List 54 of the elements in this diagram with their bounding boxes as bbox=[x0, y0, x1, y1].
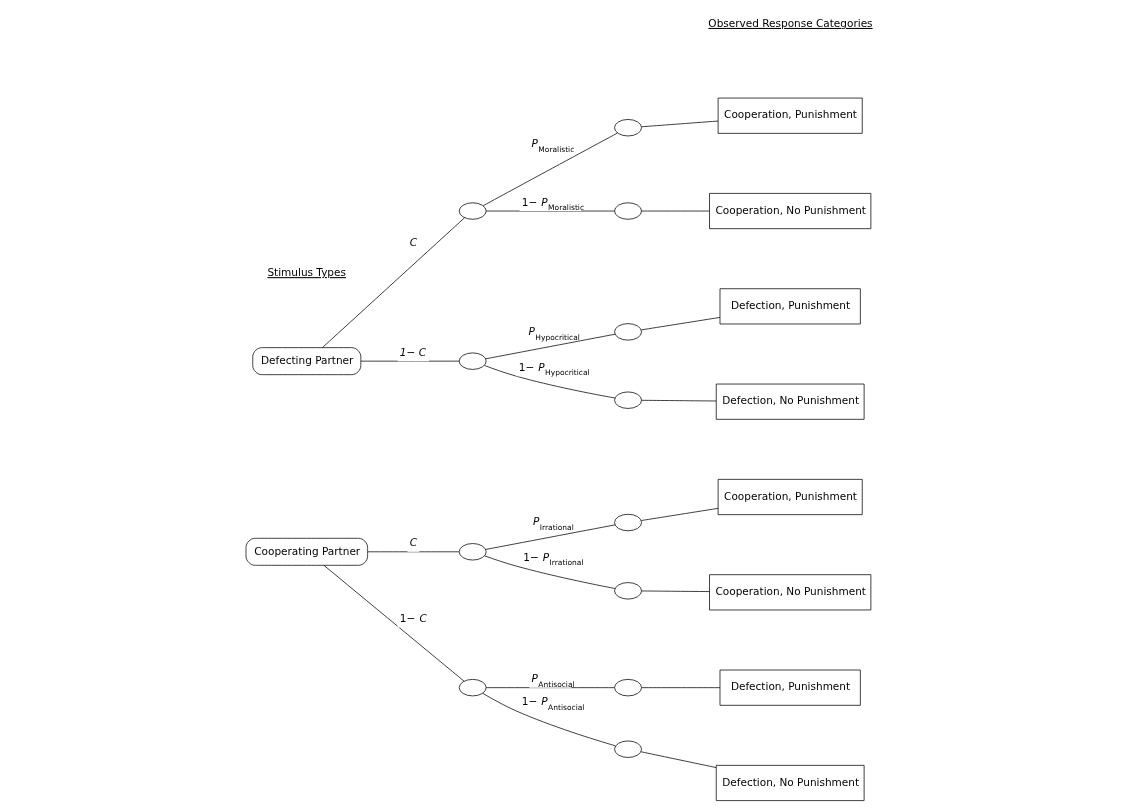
node-ellipse bbox=[458, 543, 487, 561]
edge-label: P$_{Hypocritical}$ bbox=[528, 325, 580, 342]
node-box: Defection, Punishment bbox=[719, 669, 861, 706]
connector bbox=[640, 507, 718, 521]
node-ellipse bbox=[613, 740, 642, 758]
edge-label: 1− P$_{Irrational}$ bbox=[522, 550, 584, 568]
connector bbox=[640, 120, 718, 128]
edge-label: C bbox=[409, 536, 417, 549]
node-box: Defecting Partner bbox=[251, 347, 361, 376]
connector bbox=[640, 687, 720, 689]
node-ellipse bbox=[613, 119, 642, 137]
node-ellipse bbox=[613, 323, 642, 341]
edge-label: 1− P$_{Moralistic}$ bbox=[521, 195, 584, 213]
connector bbox=[640, 590, 710, 592]
node-ellipse bbox=[458, 352, 487, 370]
connector bbox=[640, 399, 716, 402]
connector bbox=[321, 217, 465, 348]
node-box: Cooperation, Punishment bbox=[717, 97, 863, 134]
node-ellipse bbox=[458, 679, 487, 697]
edge-label: 1− P$_{Hypocritical}$ bbox=[518, 360, 590, 378]
node-box: Cooperation, No Punishment bbox=[708, 193, 871, 230]
node-ellipse bbox=[613, 679, 642, 697]
edge-label: C bbox=[409, 236, 417, 249]
connector bbox=[640, 317, 720, 331]
label: Stimulus Types bbox=[266, 266, 346, 279]
node-ellipse bbox=[458, 202, 487, 220]
connector bbox=[485, 210, 615, 212]
connector bbox=[482, 132, 618, 207]
edge-label: 1− P$_{Antisocial}$ bbox=[521, 695, 584, 712]
node-box: Defection, No Punishment bbox=[715, 764, 864, 801]
node-box: Cooperating Partner bbox=[245, 537, 368, 566]
node-box: Cooperation, Punishment bbox=[717, 479, 863, 516]
node-box: Defection, Punishment bbox=[719, 288, 861, 325]
node-ellipse bbox=[613, 202, 642, 220]
connector bbox=[483, 555, 615, 589]
node-ellipse bbox=[613, 391, 642, 409]
connector bbox=[484, 333, 615, 360]
node-box: Defection, No Punishment bbox=[715, 383, 864, 420]
connector bbox=[484, 524, 615, 550]
connector bbox=[366, 551, 459, 553]
edge-label: P$_{Moralistic}$ bbox=[531, 137, 574, 154]
label: Observed Response Categories bbox=[707, 16, 873, 29]
connector bbox=[323, 564, 464, 682]
connector bbox=[483, 365, 615, 399]
node-box: Cooperation, No Punishment bbox=[708, 574, 871, 611]
node-ellipse bbox=[613, 582, 642, 600]
connector bbox=[640, 751, 716, 768]
node-ellipse bbox=[613, 513, 642, 532]
edge-label: 1− C bbox=[399, 345, 426, 358]
edge-label: P$_{Irrational}$ bbox=[532, 515, 574, 532]
edge-label: 1− C bbox=[399, 612, 427, 625]
connector bbox=[640, 210, 710, 212]
connector bbox=[360, 360, 459, 362]
edge-label: P$_{Antisocial}$ bbox=[531, 672, 575, 689]
